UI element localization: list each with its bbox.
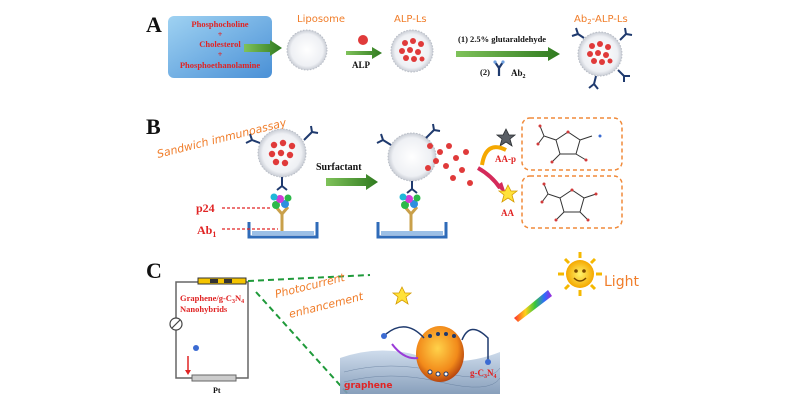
ab2-label: Ab2 <box>511 68 526 80</box>
product-surface-antibodies <box>571 27 633 90</box>
assay-left-antibodies <box>245 125 319 191</box>
aap-atoms <box>536 124 602 164</box>
aap-star-icon <box>495 128 517 147</box>
antibody-step: (2) <box>480 67 490 77</box>
hybrid-label-line1: Graphene/g-C3N4 <box>180 293 244 305</box>
electron-icon <box>193 345 199 351</box>
electron-transfer-arc <box>385 326 425 339</box>
product-label: Ab2-ALP-Ls <box>574 14 628 26</box>
aap-molecule <box>537 125 593 163</box>
excitation-star-icon <box>391 286 413 305</box>
working-electrode <box>197 277 247 285</box>
sun-icon <box>558 252 602 296</box>
product-alp-particles <box>587 41 613 65</box>
aa-structure-box <box>521 175 623 229</box>
ab2-antibody-icon <box>493 60 505 76</box>
gcn-particle <box>416 326 464 382</box>
alp-label: ALP <box>352 60 371 70</box>
glutaraldehyde-step: (1) 2.5% glutaraldehyde <box>458 34 546 44</box>
conversion-arrow-1 <box>480 145 507 166</box>
aap-label: AA-p <box>495 154 516 164</box>
current-arrowhead <box>185 370 191 375</box>
lipid-phosphocholine: Phosphocholine <box>191 19 248 29</box>
liposome-label: Liposome <box>297 14 345 25</box>
hybrid-label-line2: Nanohybrids <box>180 304 228 314</box>
lipid-plus-2: + <box>218 49 223 59</box>
zoom-line-bottom <box>255 291 349 395</box>
assay-left-particles <box>268 139 296 167</box>
gcn-energy-bands <box>427 332 456 377</box>
well-left <box>247 193 319 239</box>
gcn-label: g-C3N4 <box>470 368 497 380</box>
graphene-label: graphene <box>344 381 392 391</box>
light-label: Light <box>604 274 639 290</box>
aa-molecule <box>541 183 597 221</box>
ammeter-needle <box>171 319 181 329</box>
aap-structure-box <box>521 117 623 171</box>
released-alp-particles <box>425 143 473 186</box>
arrow-a2 <box>346 47 382 59</box>
alp-enzyme-icon <box>358 35 368 45</box>
transfer-purple-arrow <box>391 343 419 360</box>
pt-label: Pt <box>213 386 221 395</box>
aa-atoms <box>540 182 598 222</box>
lipid-composition-text: Phosphocholine + Cholesterol + Phosphoet… <box>180 19 261 70</box>
empty-liposome <box>286 29 328 71</box>
lipid-cholesterol: Cholesterol <box>199 39 241 49</box>
conversion-arrow-2 <box>476 166 502 190</box>
panel-a-letter: A <box>146 12 162 37</box>
zoom-line-top <box>247 274 371 282</box>
electron-dot-right <box>485 359 491 365</box>
electrode-dark-segment-2 <box>224 279 232 283</box>
surfactant-arrow <box>326 174 378 190</box>
lipid-phosphoethanolamine: Phosphoethanolamine <box>180 60 261 70</box>
alp-ls-label: ALP-Ls <box>394 14 427 25</box>
hole-transfer-arc <box>461 328 489 360</box>
alp-loaded-particles <box>399 38 425 62</box>
arrow-a3 <box>456 47 560 61</box>
assay-right-antibodies <box>376 123 441 194</box>
electrode-dark-segment <box>210 279 218 283</box>
lipid-composition-box <box>168 16 272 78</box>
light-beam-icon <box>514 290 552 322</box>
aa-star-icon <box>497 184 519 203</box>
arrow-a1 <box>244 40 282 56</box>
lipid-plus-1: + <box>218 29 223 39</box>
assay-liposome-right <box>387 132 437 182</box>
aa-label: AA <box>501 208 514 218</box>
p24-label: p24 <box>196 201 215 215</box>
panel-b-letter: B <box>146 114 161 139</box>
panel-c-letter: C <box>146 258 162 283</box>
counter-electrode <box>191 374 237 382</box>
surfactant-label: Surfactant <box>316 162 362 173</box>
electron-dot-left <box>381 333 387 339</box>
ab1-label: Ab1 <box>197 223 216 239</box>
well-right <box>376 193 448 239</box>
